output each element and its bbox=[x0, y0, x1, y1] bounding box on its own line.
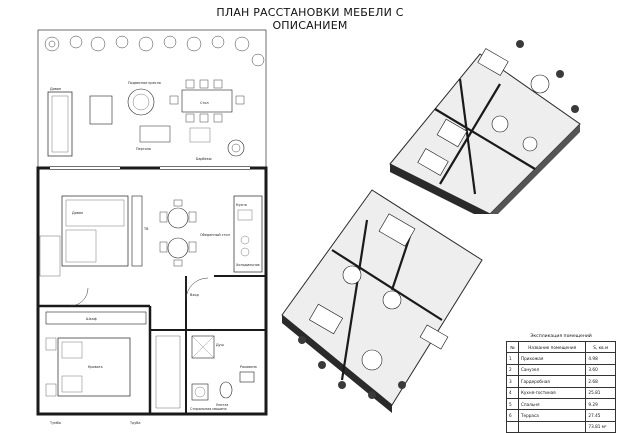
label-entry: Вход bbox=[190, 293, 199, 297]
drawing-title: ПЛАН РАССТАНОВКИ МЕБЕЛИ С ОПИСАНИЕМ bbox=[216, 6, 404, 32]
header-name: Название помещения bbox=[517, 340, 587, 354]
label-bed: Кровать bbox=[88, 365, 103, 369]
table-row: 4 Кухня-гостиная 25.81 bbox=[506, 386, 616, 399]
cell-num: 6 bbox=[506, 409, 519, 422]
label-nightstand: Тумба bbox=[49, 421, 61, 425]
table-row: 6 Терраса 27.45 bbox=[506, 409, 616, 422]
cell-empty bbox=[517, 420, 587, 433]
sofa bbox=[61, 195, 129, 267]
cell-num: 1 bbox=[506, 352, 519, 365]
terrace-lounger bbox=[139, 125, 171, 143]
label-fridge: Холодильник bbox=[236, 263, 260, 267]
sink bbox=[239, 371, 255, 383]
table-row: 2 Санузел 3.60 bbox=[506, 363, 616, 377]
terrace-bbq bbox=[227, 139, 245, 157]
explication-table: Экспликация помещений № Название помещен… bbox=[506, 334, 616, 433]
cell-area: 25.81 bbox=[585, 386, 616, 399]
table-total-row: 73.81 м² bbox=[506, 420, 616, 433]
cell-area: 2.68 bbox=[585, 375, 616, 388]
label-dining: Обеденный стол bbox=[200, 233, 230, 237]
wardrobe-room bbox=[155, 335, 181, 409]
cell-area: 3.60 bbox=[585, 363, 616, 377]
rug bbox=[39, 235, 61, 277]
bed bbox=[57, 337, 131, 397]
cell-num: 3 bbox=[506, 375, 519, 388]
label-kitchen: Кухня bbox=[236, 203, 247, 207]
label-sofa: Диван bbox=[72, 211, 83, 215]
label-shower: Душ bbox=[216, 343, 224, 347]
cell-name: Терраса bbox=[517, 409, 587, 422]
terrace-sofa bbox=[47, 91, 73, 157]
label-terrace-pergola: Пергола bbox=[136, 147, 151, 151]
table-row: 3 Гардеробная 2.68 bbox=[506, 375, 616, 388]
cell-name: Кухня-гостиная bbox=[517, 386, 587, 399]
washer bbox=[191, 383, 209, 401]
wardrobe bbox=[45, 311, 147, 325]
label-terrace-chair: Подвесное кресло bbox=[128, 81, 161, 85]
table-header-row: № Название помещения S, кв.м bbox=[506, 340, 616, 354]
cell-name: Санузел bbox=[517, 363, 587, 377]
cell-area: 4.98 bbox=[585, 352, 616, 365]
cell-empty bbox=[506, 420, 519, 433]
label-terrace-sofa: Диван bbox=[50, 87, 61, 91]
cell-name: Гардеробная bbox=[517, 375, 587, 388]
cell-area: 27.45 bbox=[585, 409, 616, 422]
label-washer: Стиральная машина bbox=[190, 407, 227, 411]
terrace-hanging-chair bbox=[127, 88, 155, 116]
table-caption: Экспликация помещений bbox=[530, 334, 592, 339]
cell-name: Спальня bbox=[517, 397, 587, 411]
label-toilet: Унитаз bbox=[216, 403, 229, 407]
table-row: 5 Спальня 9.29 bbox=[506, 397, 616, 411]
terrace-coffee-table bbox=[89, 95, 113, 125]
label-wardrobe: Шкаф bbox=[86, 317, 97, 321]
table-total: 73.81 м² bbox=[585, 420, 616, 433]
floor-plan: Диван Подвесное кресло Стол Пергола Барб… bbox=[36, 29, 268, 425]
kitchen-counter bbox=[233, 195, 263, 273]
terrace-table bbox=[181, 89, 233, 113]
table-row: 1 Прихожая 4.98 bbox=[506, 352, 616, 365]
dining-table-top bbox=[167, 207, 189, 229]
cell-area: 9.29 bbox=[585, 397, 616, 411]
entry-door bbox=[185, 277, 209, 301]
shower bbox=[191, 335, 215, 359]
apartment-walls bbox=[36, 166, 268, 416]
isometric-view-bottom bbox=[281, 189, 483, 413]
header-num: № bbox=[506, 340, 519, 354]
label-terrace-bbq: Барбекю bbox=[196, 157, 212, 161]
nightstand bbox=[45, 337, 57, 351]
cell-num: 4 bbox=[506, 386, 519, 399]
cell-num: 5 bbox=[506, 397, 519, 411]
dining-table-bottom bbox=[167, 237, 189, 259]
header-area: S, кв.м bbox=[585, 340, 616, 354]
label-tub: Труба bbox=[129, 421, 140, 425]
isometric-view-top bbox=[389, 40, 581, 214]
terrace-plants bbox=[44, 35, 265, 67]
tv-stand bbox=[131, 195, 143, 267]
cell-name: Прихожая bbox=[517, 352, 587, 365]
label-sink: Раковина bbox=[240, 365, 257, 369]
label-terrace-table: Стол bbox=[200, 101, 209, 105]
toilet bbox=[219, 381, 233, 399]
cell-num: 2 bbox=[506, 363, 519, 377]
label-tv: ТВ bbox=[143, 227, 149, 231]
